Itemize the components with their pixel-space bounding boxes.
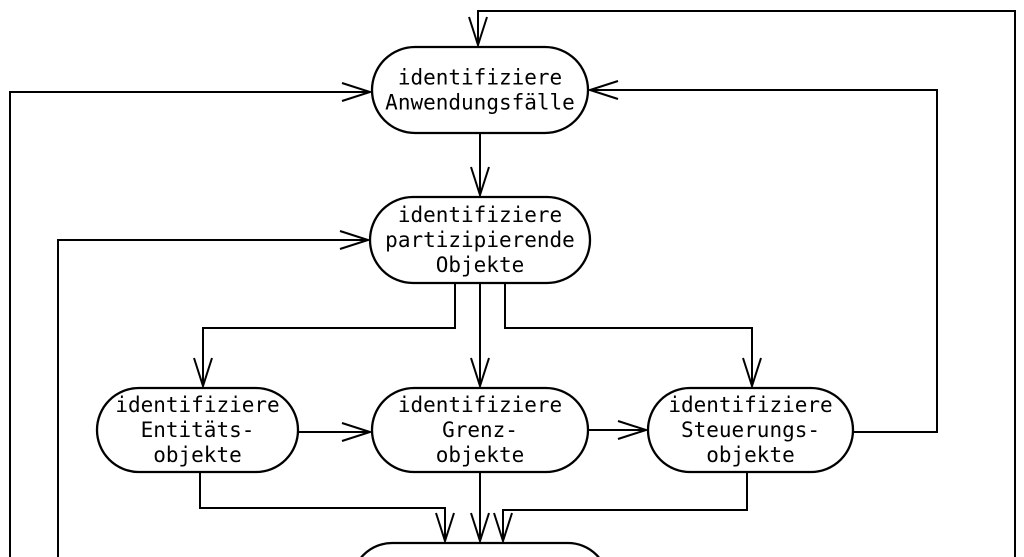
edge-grenzobjekte-to-steuerungsobjekte: [588, 420, 650, 440]
arrowhead-feedback-right-loop-to-anwendungsfaelle-top: [468, 16, 488, 49]
edge-entitaetsobjekte-to-grenzobjekte: [298, 422, 374, 442]
node-label-identifiziere-entitaetsobjekte-line-0: identifiziere: [115, 393, 279, 417]
arrowhead-steuerungsobjekte-to-anwendungsfaelle: [586, 80, 619, 100]
arrowhead-grenzobjekte-to-bottom-node: [470, 512, 490, 545]
node-label-identifiziere-steuerungsobjekte-line-2: objekte: [706, 443, 795, 467]
node-bottom-node-cut-off: [360, 541, 600, 557]
arrowhead-entitaetsobjekte-to-grenzobjekte: [341, 422, 374, 442]
edge-line-steuerungsobjekte-to-bottom-node: [502, 472, 748, 541]
edge-line-partizipierende-to-steuerungsobjekte: [504, 283, 753, 386]
node-label-identifiziere-grenzobjekte-line-1: Grenz-: [442, 418, 518, 442]
node-label-identifiziere-steuerungsobjekte-line-1: Steuerungs-: [681, 418, 820, 442]
edge-partizipierende-to-grenzobjekte: [470, 283, 490, 390]
arrowhead-entitaetsobjekte-to-bottom-node: [435, 512, 455, 545]
edge-feedback-right-loop-to-anwendungsfaelle-top: [468, 10, 1016, 557]
edge-partizipierende-to-steuerungsobjekte: [504, 283, 762, 390]
arrowhead-partizipierende-to-steuerungsobjekte: [742, 357, 762, 390]
edge-feedback-left-loop-to-partizipierende-left: [57, 230, 372, 557]
edge-entitaetsobjekte-to-bottom-node: [199, 472, 455, 545]
arrowhead-partizipierende-to-grenzobjekte: [470, 357, 490, 390]
node-label-identifiziere-grenzobjekte-line-0: identifiziere: [398, 393, 562, 417]
arrowhead-feedback-left-loop-to-partizipierende-left: [339, 230, 372, 250]
node-label-identifiziere-anwendungsfaelle-line-0: identifiziere: [398, 66, 562, 90]
arrowhead-partizipierende-to-entitaetsobjekte: [193, 357, 213, 390]
node-label-identifiziere-entitaetsobjekte-line-2: objekte: [153, 443, 242, 467]
node-label-identifiziere-partizipierende-objekte-line-0: identifiziere: [398, 203, 562, 227]
node-shape-identifiziere-partizipierende-objekte: [368, 195, 592, 285]
edge-feedback-left-loop-to-anwendungsfaelle-left: [9, 82, 374, 557]
node-shape-identifiziere-entitaetsobjekte: [95, 386, 300, 474]
edge-anwendungsfaelle-to-partizipierende: [470, 133, 490, 199]
edge-line-steuerungsobjekte-to-anwendungsfaelle: [590, 89, 938, 433]
edge-line-entitaetsobjekte-to-bottom-node: [199, 472, 446, 541]
edge-grenzobjekte-to-bottom-node: [470, 472, 490, 545]
node-shape-identifiziere-steuerungsobjekte: [646, 386, 855, 474]
edge-line-feedback-right-loop-to-anwendungsfaelle-top: [477, 10, 1016, 557]
node-label-identifiziere-grenzobjekte-line-2: objekte: [436, 443, 525, 467]
node-label-identifiziere-anwendungsfaelle-line-1: Anwendungsfälle: [385, 91, 575, 115]
node-label-identifiziere-entitaetsobjekte-line-1: Entitäts-: [141, 418, 255, 442]
arrowhead-grenzobjekte-to-steuerungsobjekte: [617, 420, 650, 440]
edge-steuerungsobjekte-to-bottom-node: [493, 472, 748, 545]
arrowhead-feedback-left-loop-to-anwendungsfaelle-left: [341, 82, 374, 102]
arrowhead-anwendungsfaelle-to-partizipierende: [470, 166, 490, 199]
node-label-identifiziere-steuerungsobjekte-line-0: identifiziere: [668, 393, 832, 417]
node-label-identifiziere-partizipierende-objekte-line-1: partizipierende: [385, 228, 575, 252]
edge-line-feedback-left-loop-to-partizipierende-left: [57, 239, 368, 557]
edge-steuerungsobjekte-to-anwendungsfaelle: [586, 80, 938, 433]
node-label-identifiziere-partizipierende-objekte-line-2: Objekte: [436, 253, 525, 277]
node-shape-bottom-node-cut-off: [360, 541, 600, 557]
edge-line-partizipierende-to-entitaetsobjekte: [202, 283, 456, 386]
edge-partizipierende-to-entitaetsobjekte: [193, 283, 456, 390]
edge-line-feedback-left-loop-to-anwendungsfaelle-left: [9, 91, 370, 557]
node-shape-identifiziere-grenzobjekte: [370, 386, 590, 474]
node-shape-identifiziere-anwendungsfaelle: [370, 45, 590, 135]
arrowhead-steuerungsobjekte-to-bottom-node: [493, 512, 513, 545]
